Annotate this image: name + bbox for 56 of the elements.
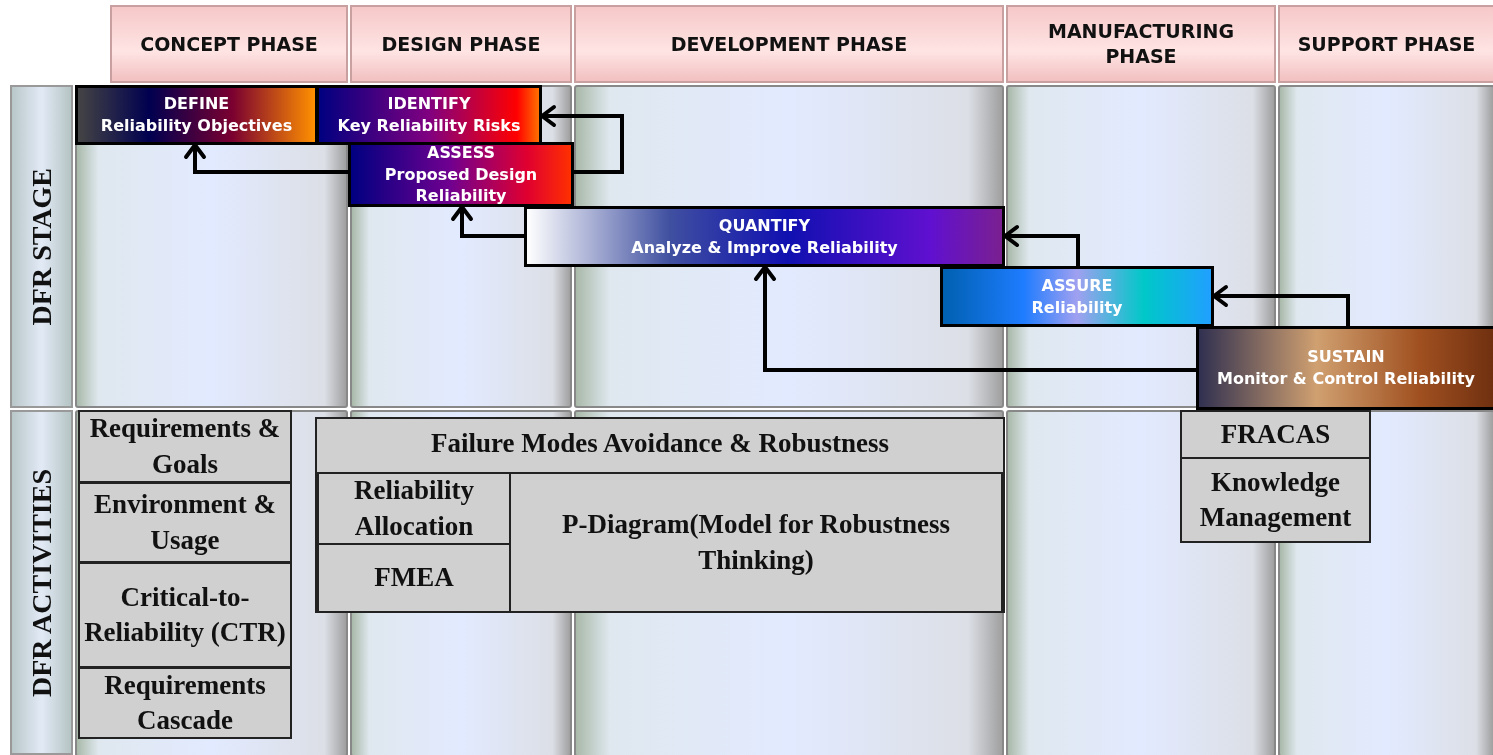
phase-header: [350, 5, 572, 83]
activity-box: [78, 482, 292, 563]
activity-label: Environment & Usage: [93, 488, 277, 557]
row-label: DFR STAGE: [25, 167, 58, 326]
arrow: [1003, 225, 1080, 266]
activity-box: [78, 667, 292, 739]
stage-box: [524, 206, 1005, 267]
activity-group-box: [315, 417, 1005, 613]
stage-title: ASSESS: [427, 142, 495, 164]
stage-description: Reliability: [1031, 296, 1123, 319]
stage-box: [75, 85, 318, 145]
arrow: [754, 265, 1196, 372]
phase-header: [110, 5, 348, 83]
stage-description: Analyze & Improve Reliability: [631, 236, 898, 259]
stage-title: IDENTIFY: [387, 93, 471, 115]
activity-label: FRACAS: [1220, 417, 1331, 451]
stage-title: QUANTIFY: [718, 214, 811, 237]
stage-description: Reliability Objectives: [100, 115, 293, 137]
stage-description: Proposed Design Reliability: [383, 163, 539, 207]
stage-description: Monitor & Control Reliability: [1216, 368, 1475, 390]
stage-description: Key Reliability Risks: [337, 115, 521, 137]
activity-box: [1180, 410, 1371, 459]
phase-label: DESIGN PHASE: [381, 31, 541, 57]
phase-header: [1006, 5, 1276, 83]
stage-box: [940, 266, 1214, 327]
stage-title: DEFINE: [163, 93, 230, 115]
stage-box: [316, 85, 542, 145]
group-heading: Failure Modes Avoidance & Robustness: [431, 428, 889, 459]
phase-label: SUPPORT PHASE: [1297, 31, 1476, 57]
stage-box: [348, 142, 574, 207]
activity-box: [317, 472, 511, 545]
stage-box: [1196, 326, 1493, 410]
activity-label: Knowledge Management: [1198, 465, 1353, 534]
activity-label: Requirements & Goals: [88, 412, 282, 481]
row-header: [10, 85, 73, 408]
arrow: [451, 205, 524, 238]
stage-title: ASSURE: [1041, 274, 1113, 297]
phase-label: CONCEPT PHASE: [140, 31, 318, 57]
row-label: DFR ACTIVITIES: [25, 468, 58, 697]
activity-label: Reliability Allocation: [353, 474, 475, 543]
stage-title: SUSTAIN: [1307, 346, 1385, 368]
phase-header: [1278, 5, 1493, 83]
activity-box: [78, 562, 292, 668]
activity-label: Requirements Cascade: [103, 668, 267, 737]
arrow: [1212, 285, 1350, 326]
activity-box: [509, 472, 1003, 613]
phase-label: DEVELOPMENT PHASE: [670, 31, 908, 57]
phase-label: MANUFACTURING PHASE: [1047, 19, 1235, 69]
phase-header: [574, 5, 1004, 83]
activity-label: Critical-to-Reliability (CTR): [83, 580, 287, 649]
arrow: [540, 105, 624, 174]
arrow: [184, 143, 348, 174]
activity-label: FMEA: [374, 561, 454, 595]
row-header: [10, 410, 73, 755]
activity-box: [1180, 457, 1371, 543]
activity-label: P-Diagram(Model for Robustness Thinking): [561, 508, 951, 577]
